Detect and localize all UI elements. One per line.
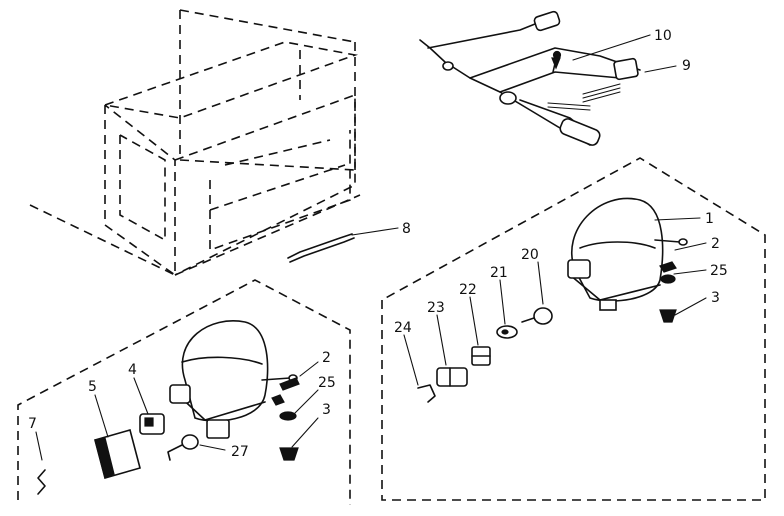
cabinet-outline <box>29 9 361 277</box>
label-part-2-right: 2 <box>711 236 720 252</box>
label-part-25-right: 25 <box>710 263 728 279</box>
label-part-27: 27 <box>231 444 249 460</box>
part-23 <box>436 367 468 387</box>
label-part-3-left: 3 <box>322 402 331 418</box>
wiring-harness <box>419 10 641 146</box>
screw-10 <box>551 57 561 70</box>
label-part-8: 8 <box>402 221 411 237</box>
label-part-1: 1 <box>705 211 714 227</box>
label-part-7: 7 <box>28 416 37 432</box>
part-21 <box>496 325 518 339</box>
label-part-9: 9 <box>682 58 691 74</box>
left-group-outline <box>17 279 351 505</box>
label-part-4: 4 <box>128 362 137 378</box>
label-part-20: 20 <box>521 247 539 263</box>
label-part-3-right: 3 <box>711 290 720 306</box>
part-5-cover <box>94 429 141 479</box>
label-part-21: 21 <box>490 265 508 281</box>
leader-lines <box>35 34 707 461</box>
label-part-23: 23 <box>427 300 445 316</box>
compressor-left <box>169 320 298 439</box>
part-24 <box>417 384 436 403</box>
compressor-right <box>567 197 688 311</box>
label-part-25-left: 25 <box>318 375 336 391</box>
label-part-22: 22 <box>459 282 477 298</box>
grommet-25-right <box>660 274 676 284</box>
clip-3-right <box>659 309 677 323</box>
part-22 <box>471 346 491 366</box>
label-part-10: 10 <box>654 28 672 44</box>
label-part-24: 24 <box>394 320 412 336</box>
right-group-outline <box>381 157 766 501</box>
label-part-2-left: 2 <box>322 350 331 366</box>
label-part-5: 5 <box>88 379 97 395</box>
grommet-25-left <box>279 411 297 421</box>
part-4-relay <box>139 413 165 435</box>
part-27-overload <box>167 434 199 461</box>
part-20 <box>521 307 553 325</box>
part-7-wire <box>37 469 46 495</box>
screw-2-left <box>279 377 300 391</box>
drier-part-8 <box>287 233 355 263</box>
clip-3-left <box>279 447 299 461</box>
